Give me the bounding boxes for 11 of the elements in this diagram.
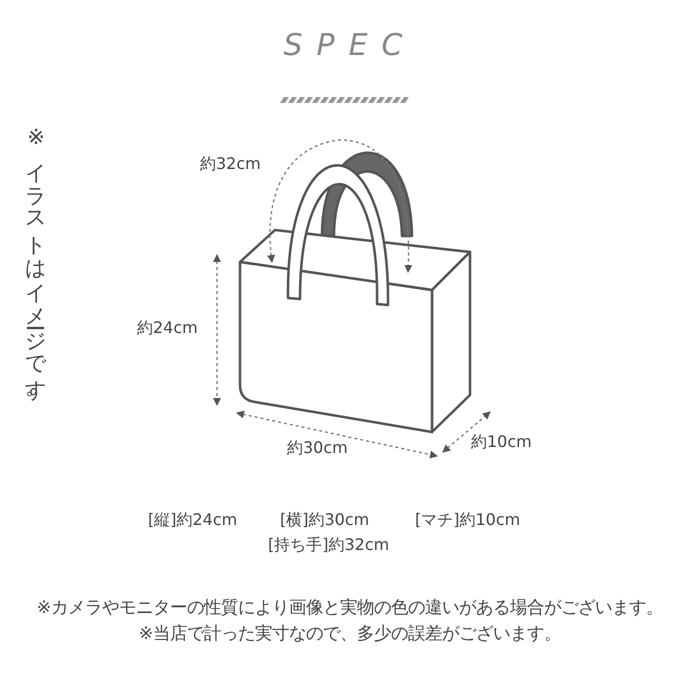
note-text: ※カメラやモニターの性質により画像と実物の色の違いがある場合がございます。※当店で計った実寸なので、多少の誤差がございます。 [36,597,664,646]
note-text: ※イラストはイメージです。 [23,125,49,410]
spec-text: [縦]約24cm [148,510,238,531]
title: SPEC [282,28,418,63]
dimension-label: 約32cm [200,154,261,175]
spec-text: [マチ]約10cm [415,510,520,531]
dimension-label: 約24cm [137,318,198,339]
dimension-label: 約10cm [471,432,532,453]
spec-text: [横]約30cm [280,510,370,531]
spec-text: [持ち手]約32cm [268,535,390,556]
dimension-label: 約30cm [287,438,348,459]
